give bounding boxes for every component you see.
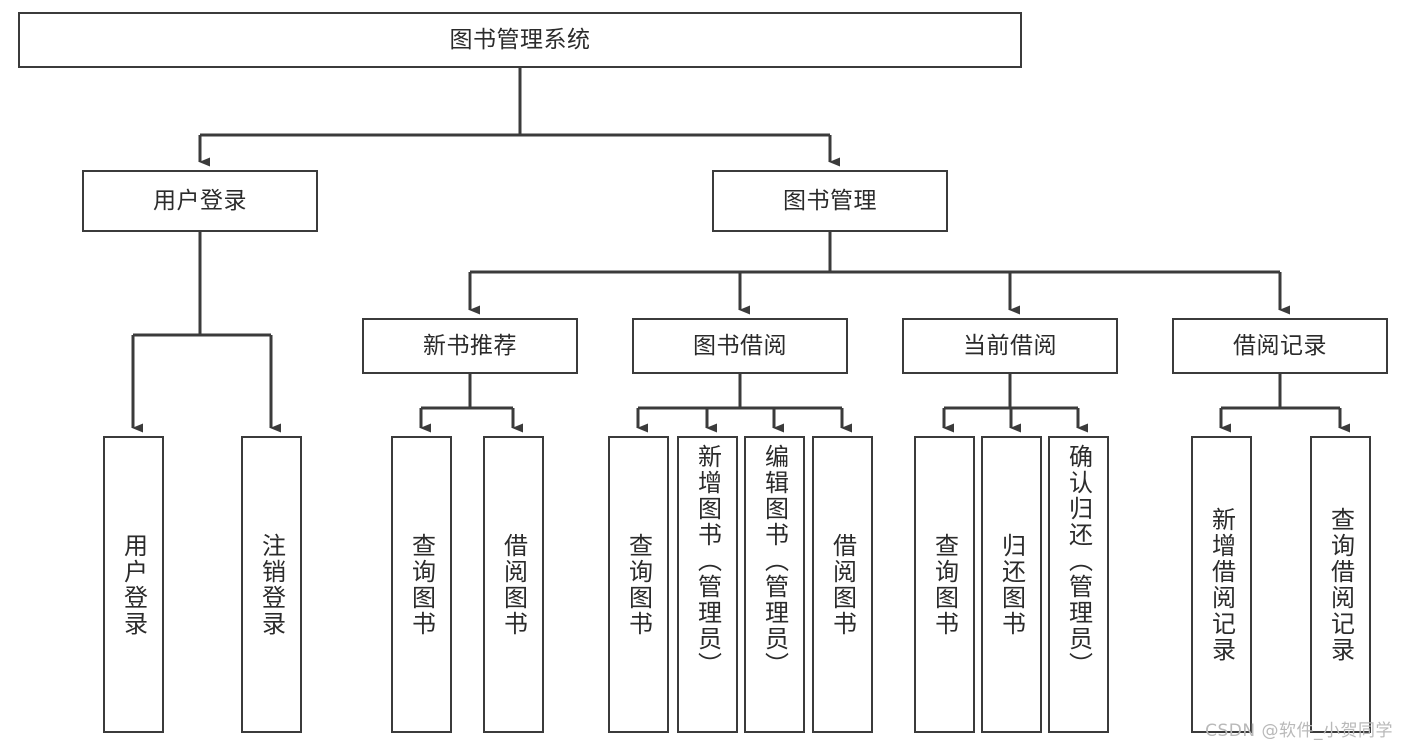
- leaf-current-confirm-return-admin[interactable]: 确认归还（管理员）: [1048, 436, 1109, 733]
- node-book-borrowing[interactable]: 图书借阅: [632, 318, 848, 374]
- leaf-user-login-signin[interactable]: 用户登录: [103, 436, 164, 733]
- node-root-label: 图书管理系统: [449, 26, 591, 53]
- leaf-borrow-edit-book-admin-label: 编辑图书（管理员）: [760, 444, 789, 678]
- watermark-text: CSDN @软件_小贺同学: [1205, 721, 1393, 741]
- leaf-current-return-book[interactable]: 归还图书: [981, 436, 1042, 733]
- leaf-new-book-borrow-label: 借阅图书: [499, 532, 528, 637]
- leaf-new-book-query-label: 查询图书: [407, 532, 436, 637]
- leaf-record-query-record-label: 查询借阅记录: [1326, 506, 1355, 663]
- leaf-user-login-signout[interactable]: 注销登录: [241, 436, 302, 733]
- leaf-record-query-record[interactable]: 查询借阅记录: [1310, 436, 1371, 733]
- leaf-new-book-query[interactable]: 查询图书: [391, 436, 452, 733]
- leaf-record-add-record-label: 新增借阅记录: [1207, 506, 1236, 663]
- node-current-borrowing[interactable]: 当前借阅: [902, 318, 1118, 374]
- leaf-borrow-add-book-admin-label: 新增图书（管理员）: [693, 444, 722, 678]
- node-new-book-recommendation[interactable]: 新书推荐: [362, 318, 578, 374]
- leaf-borrow-add-book-admin[interactable]: 新增图书（管理员）: [677, 436, 738, 733]
- node-new-book-recommendation-label: 新书推荐: [423, 332, 517, 359]
- node-borrowing-records[interactable]: 借阅记录: [1172, 318, 1388, 374]
- leaf-current-query-book-label: 查询图书: [930, 532, 959, 637]
- leaf-current-return-book-label: 归还图书: [997, 532, 1026, 637]
- leaf-borrow-borrow-book-label: 借阅图书: [828, 532, 857, 637]
- node-borrowing-records-label: 借阅记录: [1233, 332, 1327, 359]
- node-user-login[interactable]: 用户登录: [82, 170, 318, 232]
- node-book-borrowing-label: 图书借阅: [693, 332, 787, 359]
- leaf-borrow-borrow-book[interactable]: 借阅图书: [812, 436, 873, 733]
- leaf-current-confirm-return-admin-label: 确认归还（管理员）: [1064, 444, 1093, 678]
- leaf-user-login-signout-label: 注销登录: [257, 532, 286, 637]
- leaf-current-query-book[interactable]: 查询图书: [914, 436, 975, 733]
- leaf-user-login-signin-label: 用户登录: [119, 532, 148, 637]
- leaf-record-add-record[interactable]: 新增借阅记录: [1191, 436, 1252, 733]
- node-book-management[interactable]: 图书管理: [712, 170, 948, 232]
- leaf-borrow-query-book-label: 查询图书: [624, 532, 653, 637]
- leaf-borrow-query-book[interactable]: 查询图书: [608, 436, 669, 733]
- leaf-borrow-edit-book-admin[interactable]: 编辑图书（管理员）: [744, 436, 805, 733]
- node-root[interactable]: 图书管理系统: [18, 12, 1022, 68]
- node-user-login-label: 用户登录: [153, 187, 247, 214]
- leaf-new-book-borrow[interactable]: 借阅图书: [483, 436, 544, 733]
- node-current-borrowing-label: 当前借阅: [963, 332, 1057, 359]
- node-book-management-label: 图书管理: [783, 187, 877, 214]
